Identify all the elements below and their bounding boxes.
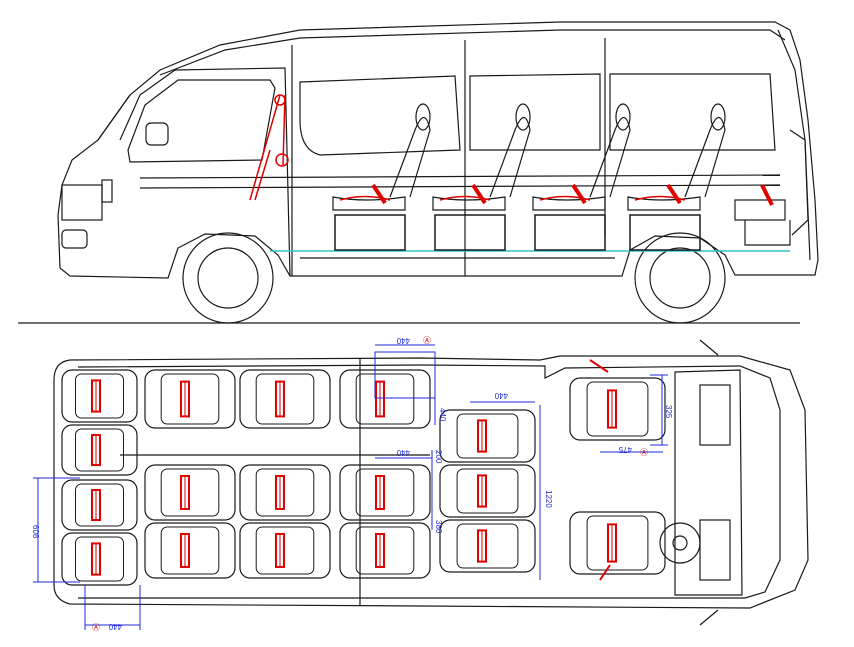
front-grille: [61, 184, 103, 221]
dashboard: [674, 369, 743, 596]
front-door: [119, 67, 291, 277]
plan-seat: [61, 424, 138, 476]
plan-seat: [569, 511, 666, 575]
side-seat: [432, 103, 531, 251]
plan-seat: [61, 369, 138, 423]
side-mirror: [145, 122, 169, 146]
plan-seat: [61, 479, 138, 531]
dim-bench-length: 1220: [544, 490, 553, 508]
plan-seat: [339, 464, 431, 521]
belt-line-2: [139, 184, 781, 189]
rear-wheel-hub: [649, 247, 711, 309]
plan-mirror-top: [699, 339, 719, 356]
side-window-1: [299, 75, 461, 156]
dash-panel-2: [699, 519, 731, 581]
dimension-labels: 440 Ⓐ 440 440 200 440 380 1220 608 440 Ⓐ…: [31, 336, 673, 632]
front-window: [127, 79, 276, 163]
plan-seat: [239, 522, 331, 579]
dim-seat-depth-c: 380: [434, 520, 443, 534]
plan-mirror-bottom: [699, 609, 719, 626]
plan-seat: [439, 464, 536, 518]
side-seat-group: [332, 103, 809, 251]
dimension-group: [33, 344, 668, 630]
steering-wheel: [659, 522, 701, 564]
side-window-3: [609, 73, 776, 151]
plan-inner-outline: [77, 364, 781, 599]
side-seat: [332, 103, 431, 251]
windshield: [97, 94, 131, 141]
front-belts: [589, 359, 611, 581]
plan-seat: [144, 464, 236, 521]
rear-wheel: [634, 232, 726, 324]
driver-belt: [249, 94, 289, 201]
steering-hub: [672, 535, 688, 551]
side-seat: [532, 103, 631, 251]
dim-bottom-width: 440: [108, 622, 122, 631]
door-handle: [101, 179, 113, 203]
dim-mid-width: 440: [494, 391, 508, 400]
side-rear-seat: [734, 129, 809, 246]
front-wheel: [182, 232, 274, 324]
dash-panel-1: [699, 384, 731, 446]
plan-seat: [339, 369, 431, 429]
belt-line: [139, 174, 781, 179]
dim-front-width: 475: [618, 445, 632, 454]
dim-top-width: 440: [396, 336, 410, 345]
plan-view: [53, 339, 809, 626]
dim-front-depth: 325: [664, 405, 673, 419]
plan-seat: [144, 522, 236, 579]
dim-marker-2: Ⓐ: [92, 623, 100, 632]
plan-seat: [439, 519, 536, 573]
plan-seat: [239, 464, 331, 521]
plan-body-outline: [53, 355, 809, 609]
dim-seat-depth-b: 200: [434, 450, 443, 464]
plan-seat: [61, 532, 138, 586]
side-seat: [627, 103, 726, 251]
dim-seat-depth-a: 440: [438, 408, 447, 422]
plan-seat: [439, 409, 536, 463]
plan-seat: [339, 522, 431, 579]
dim-marker-1: Ⓐ: [423, 336, 431, 345]
side-window-2: [469, 73, 601, 151]
plan-seat-group: [61, 359, 666, 586]
plan-seat: [144, 369, 236, 429]
dim-row-width: 440: [396, 448, 410, 457]
plan-seat: [239, 369, 331, 429]
fog-lamp: [61, 229, 88, 249]
side-elevation-view: [57, 21, 819, 324]
roof-line: [159, 29, 786, 76]
front-wheel-hub: [197, 247, 259, 309]
plan-seat: [569, 377, 666, 441]
dim-rear-width: 608: [31, 525, 40, 539]
dim-marker-3: Ⓐ: [640, 448, 648, 457]
